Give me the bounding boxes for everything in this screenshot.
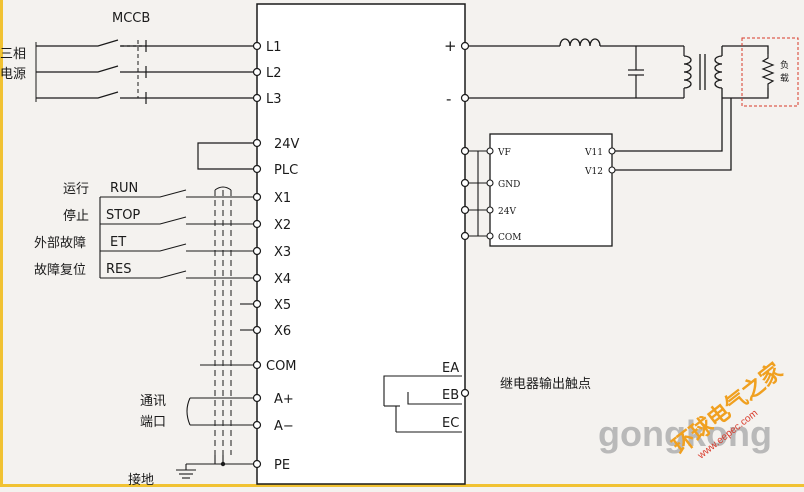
relay-output-label: 继电器输出触点 bbox=[500, 376, 591, 392]
dc-plus-label: + bbox=[444, 37, 457, 55]
dc-output-wires bbox=[469, 45, 685, 99]
terminal-a-minus: A− bbox=[274, 419, 294, 434]
terminal-plc: PLC bbox=[274, 163, 298, 178]
input-stop-en: STOP bbox=[106, 208, 140, 223]
terminal-a-plus: A+ bbox=[274, 392, 294, 407]
ground-junction bbox=[220, 461, 226, 467]
dc-inductor bbox=[559, 38, 601, 47]
module-com: COM bbox=[498, 233, 521, 243]
terminal-l2: L2 bbox=[266, 66, 282, 81]
watermark-gongkong: gongkong bbox=[598, 413, 772, 454]
terminal-x4: X4 bbox=[274, 272, 291, 287]
input-switch-wires bbox=[99, 189, 254, 279]
load-dashed-box bbox=[741, 37, 799, 107]
load-resistor bbox=[761, 54, 775, 88]
gold-border-bottom bbox=[0, 484, 804, 487]
comm-label-line2: 端口 bbox=[140, 415, 166, 430]
terminal-x1: X1 bbox=[274, 191, 291, 206]
plc-jumper-wire bbox=[197, 142, 254, 170]
comm-wires bbox=[186, 397, 254, 426]
terminal-x6: X6 bbox=[274, 324, 291, 339]
power-lines bbox=[35, 39, 254, 104]
supply-label-line2: 电源 bbox=[0, 67, 26, 82]
dc-minus-label: - bbox=[446, 90, 451, 108]
ground-label: 接地 bbox=[128, 472, 154, 487]
terminal-pe: PE bbox=[274, 458, 290, 473]
supply-label-line1: 三相 bbox=[0, 47, 26, 62]
input-run-en: RUN bbox=[110, 181, 138, 196]
terminal-eb: EB bbox=[442, 388, 459, 403]
terminal-l1: L1 bbox=[266, 40, 282, 55]
terminal-x3: X3 bbox=[274, 245, 291, 260]
gold-border-left bbox=[0, 0, 3, 487]
input-fault-cn: 外部故障 bbox=[34, 236, 86, 251]
comm-label-line1: 通讯 bbox=[140, 394, 166, 409]
shielded-cable bbox=[214, 186, 232, 455]
terminal-com: COM bbox=[266, 359, 297, 374]
module-24v: 24V bbox=[498, 207, 516, 217]
module-gnd: GND bbox=[498, 180, 520, 190]
input-reset-cn: 故障复位 bbox=[34, 263, 86, 278]
terminal-l3: L3 bbox=[266, 92, 282, 107]
terminal-circles-right bbox=[460, 41, 470, 398]
terminal-24v: 24V bbox=[274, 137, 300, 152]
input-fault-en: ET bbox=[110, 235, 126, 250]
load-label-line1: 负 bbox=[780, 59, 789, 71]
mccb-label: MCCB bbox=[112, 11, 150, 26]
terminal-ec: EC bbox=[442, 416, 459, 431]
module-vf: VF bbox=[497, 148, 511, 158]
ground-wires bbox=[176, 455, 254, 479]
terminal-ea: EA bbox=[442, 361, 459, 376]
relay-contacts bbox=[383, 375, 462, 433]
signal-module bbox=[489, 133, 613, 247]
inverter-body bbox=[256, 3, 466, 485]
module-wires bbox=[469, 150, 490, 237]
module-v12: V12 bbox=[584, 167, 603, 177]
input-reset-en: RES bbox=[106, 262, 132, 277]
input-run-cn: 运行 bbox=[63, 182, 89, 197]
load-label-line2: 载 bbox=[780, 72, 789, 84]
module-terminal-circles bbox=[486, 147, 616, 240]
terminal-x2: X2 bbox=[274, 218, 291, 233]
terminal-circles-left bbox=[252, 41, 262, 469]
input-stop-cn: 停止 bbox=[63, 208, 89, 224]
module-v11: V11 bbox=[584, 148, 603, 158]
transformer bbox=[612, 45, 769, 171]
terminal-x5: X5 bbox=[274, 298, 291, 313]
